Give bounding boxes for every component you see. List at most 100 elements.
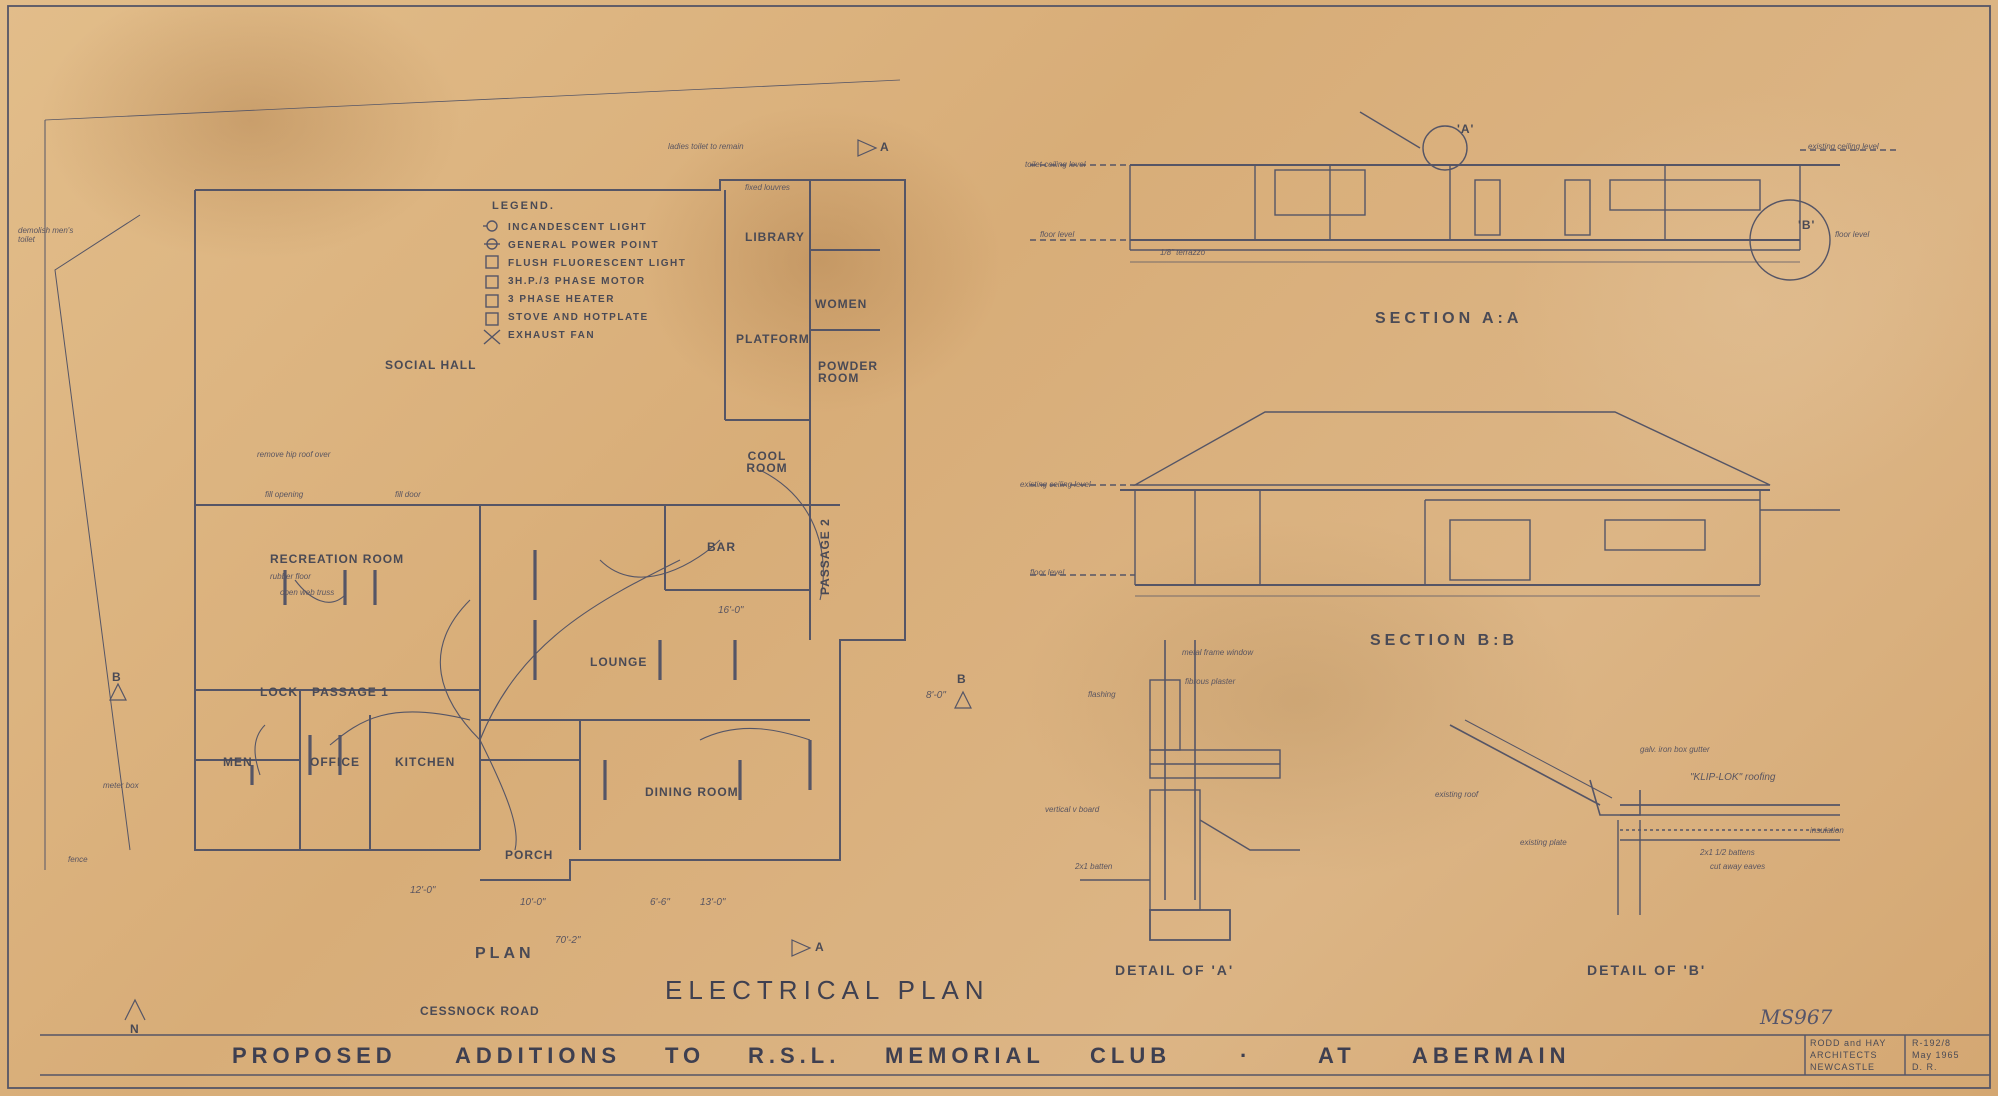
- detail-a-drawing: [1080, 640, 1300, 941]
- footer-separator: ·: [1240, 1043, 1253, 1068]
- legend-incandescent-light: INCANDESCENT LIGHT: [508, 222, 648, 233]
- room-recreation-room: RECREATION ROOM: [270, 552, 405, 566]
- room-office: OFFICE: [310, 755, 360, 769]
- room-powder-room: POWDER ROOM: [818, 359, 878, 385]
- footer-word-to: TO: [665, 1043, 706, 1068]
- legend-stove: STOVE AND HOTPLATE: [508, 312, 649, 323]
- footer-word-memorial: MEMORIAL: [885, 1043, 1045, 1068]
- room-cool-room: COOL ROOM: [746, 449, 788, 475]
- dimension-2: 16'-0": [718, 605, 744, 616]
- title-cessnock-road: CESSNOCK ROAD: [420, 1004, 540, 1018]
- note-existing-plate: existing plate: [1520, 838, 1567, 847]
- title-electrical-plan: ELECTRICAL PLAN: [665, 975, 990, 1005]
- note-floor-level-bb: floor level: [1030, 568, 1065, 577]
- footer-word-rsl: R.S.L.: [748, 1043, 841, 1068]
- note-terrazzo: 1/8" terrazzo: [1160, 248, 1206, 257]
- marker-detail-a: 'A': [1457, 122, 1475, 136]
- title-section-aa: SECTION A:A: [1375, 310, 1523, 327]
- wiring-paths: [254, 469, 824, 851]
- note-batten: 2x1 batten: [1075, 862, 1113, 871]
- handwritten-reference: MS967: [1760, 1005, 1833, 1029]
- legend-symbols: [483, 220, 501, 345]
- dimension-4: 8'-0": [926, 690, 946, 701]
- section-markers: [109, 139, 972, 1021]
- plan-walls: [194, 179, 906, 881]
- note-open-web-truss: open web truss: [280, 588, 335, 597]
- drawing-number: R-192/8: [1912, 1038, 1952, 1048]
- note-existing-ceiling-aa: existing ceiling level: [1808, 142, 1879, 151]
- north-arrow: N: [130, 1022, 140, 1036]
- note-floor-level-aa-left: floor level: [1040, 230, 1075, 239]
- architect-city: NEWCASTLE: [1810, 1062, 1876, 1072]
- marker-a-top: A: [880, 140, 890, 154]
- note-metal-frame-window: metal frame window: [1182, 648, 1254, 657]
- detail-b-drawing: [1449, 719, 1840, 915]
- note-demolish-mens: demolish men's toilet: [18, 226, 74, 244]
- legend-title: LEGEND.: [492, 200, 555, 212]
- fluorescent-fixtures: [250, 550, 812, 800]
- note-fixed-louvres: fixed louvres: [745, 183, 790, 192]
- note-remove-hip-roof: remove hip roof over: [257, 450, 331, 459]
- footer-word-proposed: PROPOSED: [232, 1043, 397, 1068]
- architect-name: RODD and HAY: [1810, 1038, 1887, 1048]
- note-fence: fence: [68, 855, 88, 864]
- note-existing-ceiling-bb: existing ceiling level: [1020, 480, 1091, 489]
- drawing-date: May 1965: [1912, 1050, 1960, 1060]
- dimension-6: 6'-6": [650, 897, 670, 908]
- room-dining-room: DINING ROOM: [645, 785, 739, 799]
- footer-word-additions: ADDITIONS: [455, 1043, 621, 1068]
- footer-word-abermain: ABERMAIN: [1412, 1043, 1571, 1068]
- title-detail-a: DETAIL OF 'A': [1115, 962, 1235, 978]
- note-existing-roof: existing roof: [1435, 790, 1479, 799]
- legend-power-point: GENERAL POWER POINT: [508, 240, 660, 251]
- note-vertical-board: vertical v board: [1045, 805, 1100, 814]
- note-fibrous-plaster: fibrous plaster: [1185, 677, 1236, 686]
- architect-label: ARCHITECTS: [1810, 1050, 1878, 1060]
- note-flashing: flashing: [1088, 690, 1116, 699]
- note-battens: 2x1 1/2 battens: [1700, 848, 1755, 857]
- marker-b-right: B: [957, 672, 967, 686]
- marker-b-left: B: [112, 670, 122, 684]
- title-detail-b: DETAIL OF 'B': [1587, 962, 1707, 978]
- dimension-overall: 70'-2": [555, 935, 581, 946]
- room-kitchen: KITCHEN: [395, 755, 456, 769]
- note-cut-away-eaves: cut away eaves: [1710, 862, 1766, 871]
- note-meter-box: meter box: [103, 781, 139, 790]
- room-passage-2: PASSAGE 2: [818, 518, 832, 595]
- note-fill-opening: fill opening: [265, 490, 304, 499]
- note-kliplok: "KLIP-LOK" roofing: [1690, 772, 1776, 783]
- room-men: MEN: [223, 755, 253, 769]
- sheet-border: [7, 5, 1991, 1089]
- room-platform: PLATFORM: [736, 332, 810, 346]
- dimension-5: 10'-0": [520, 897, 546, 908]
- note-rubber-floor: rubber floor: [270, 572, 311, 581]
- note-floor-level-aa-right: floor level: [1835, 230, 1870, 239]
- dimension-3: 13'-0": [700, 897, 726, 908]
- footer-word-club: CLUB: [1090, 1043, 1172, 1068]
- room-social-hall: SOCIAL HALL: [385, 358, 477, 372]
- room-women: WOMEN: [815, 297, 868, 311]
- room-porch: PORCH: [505, 848, 554, 862]
- footer-word-at: AT: [1318, 1043, 1356, 1068]
- note-toilet-ceiling-level: toilet ceiling level: [1025, 160, 1086, 169]
- room-lock: LOCK: [260, 685, 298, 699]
- note-galv-gutter: galv. iron box gutter: [1640, 745, 1710, 754]
- title-section-bb: SECTION B:B: [1370, 632, 1518, 649]
- room-bar: BAR: [707, 540, 736, 554]
- note-fill-door: fill door: [395, 490, 421, 499]
- note-insulation: insulation: [1810, 826, 1844, 835]
- legend-motor: 3H.P./3 PHASE MOTOR: [508, 276, 646, 287]
- legend-heater: 3 PHASE HEATER: [508, 294, 615, 305]
- room-library: LIBRARY: [745, 230, 805, 244]
- dimension-1: 12'-0": [410, 885, 436, 896]
- legend-exhaust-fan: EXHAUST FAN: [508, 330, 596, 341]
- legend-fluorescent-light: FLUSH FLUORESCENT LIGHT: [508, 258, 687, 269]
- marker-detail-b: 'B': [1798, 218, 1816, 232]
- marker-a-bottom: A: [815, 940, 825, 954]
- drawn-by: D. R.: [1912, 1062, 1938, 1072]
- section-bb-drawing: [1030, 411, 1840, 597]
- room-lounge: LOUNGE: [590, 655, 648, 669]
- title-plan: PLAN: [475, 945, 535, 962]
